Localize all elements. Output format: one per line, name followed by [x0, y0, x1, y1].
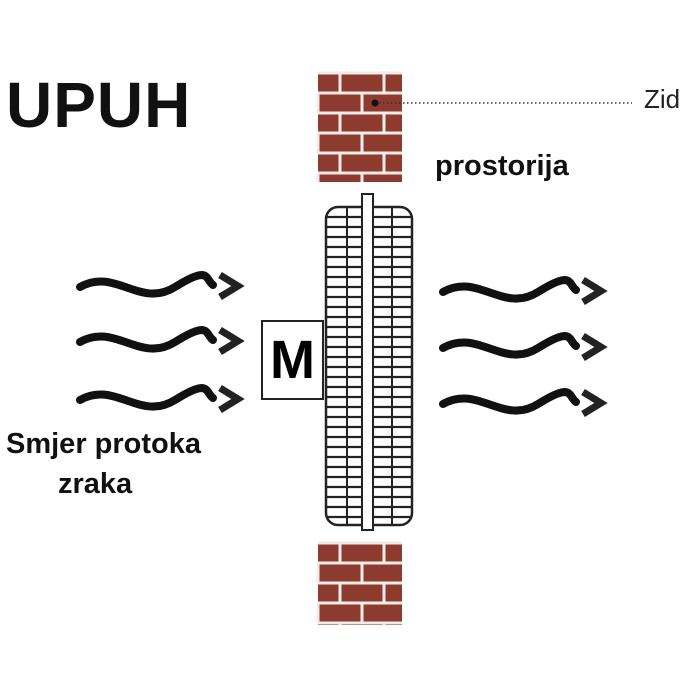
airflow-in-arrow-icon [218, 327, 245, 355]
airflow-out-arrow-icon [581, 277, 608, 305]
room-label: prostorija [435, 150, 569, 182]
wall-top [318, 73, 402, 182]
wall-leader-dot [371, 99, 379, 107]
diagram-title: UPUH [6, 69, 192, 141]
airflow-label-line1: Smjer protoka [6, 428, 201, 460]
airflow-in-wave [76, 384, 217, 411]
airflow-label-line2: zraka [58, 468, 133, 500]
airflow-out-wave [439, 276, 580, 303]
motor-box: M [261, 320, 324, 400]
airflow-in-arrow-icon [218, 272, 245, 300]
airflow-in-arrow-icon [218, 385, 245, 413]
airflow-in-wave [76, 326, 217, 353]
airflow-label: Smjer protoka zraka [6, 424, 201, 504]
wall-label: Zid [644, 84, 681, 114]
airflow-out-arrow-icon [581, 389, 608, 417]
airflow-out-wave [439, 332, 580, 359]
fan-shaft [361, 193, 374, 531]
airflow-out-wave [439, 388, 580, 415]
airflow-out-arrow-icon [581, 333, 608, 361]
airflow-in-wave [76, 271, 217, 298]
